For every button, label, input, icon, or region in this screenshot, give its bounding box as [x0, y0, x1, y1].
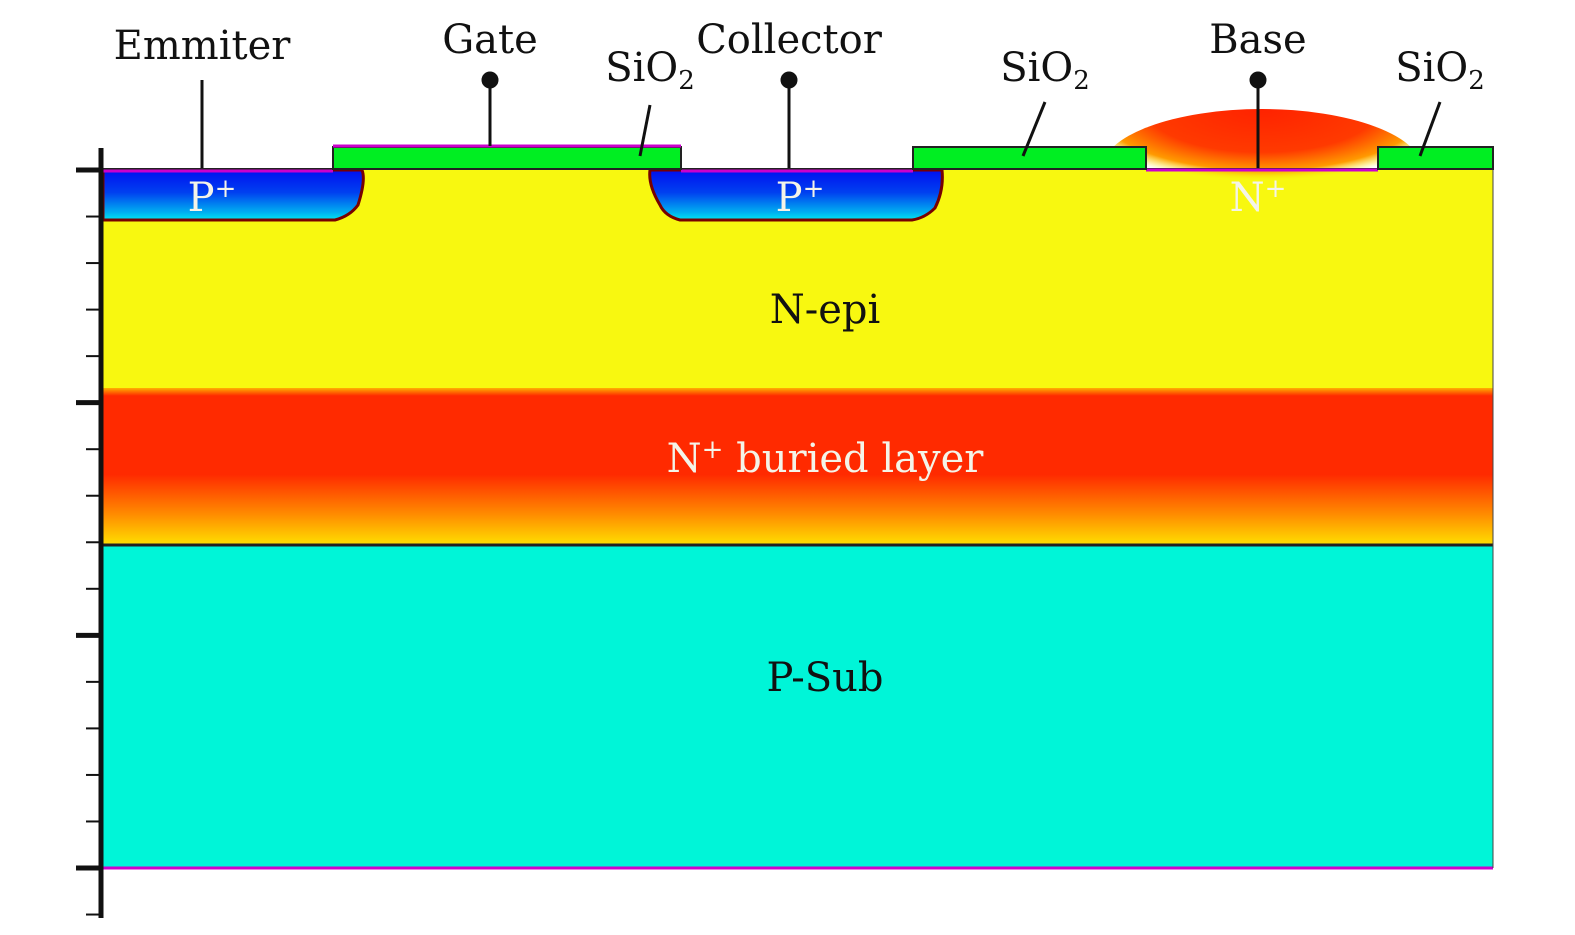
sio2-label-gate: SiO2 [605, 48, 695, 94]
p-sub-label: P-Sub [766, 655, 884, 701]
p-plus-mid-region [648, 168, 944, 222]
sio2-label-right: SiO2 [1395, 48, 1485, 94]
n-plus-label: N+ [1230, 176, 1287, 218]
base-label: Base [1209, 17, 1307, 63]
region-text: P [187, 175, 215, 221]
emitter-label: Emmiter [113, 23, 291, 69]
gate-oxide [332, 146, 682, 170]
region-text: N [666, 436, 702, 482]
gate-label: Gate [442, 17, 538, 63]
depth-axis [76, 148, 104, 918]
p-plus-mid-label: P+ [776, 176, 825, 218]
buried-layer-label: N+ buried layer [667, 437, 984, 479]
sio2-text: SiO [1000, 45, 1074, 91]
region-superscript: + [802, 174, 825, 204]
sio2-subscript: 2 [1073, 66, 1090, 96]
leader-lines [200, 71, 1442, 168]
region-superscript: + [214, 174, 237, 204]
sio2-subscript: 2 [678, 66, 695, 96]
collector-label: Collector [696, 17, 882, 63]
p-plus-left-label: P+ [188, 176, 237, 218]
region-text: P [775, 175, 803, 221]
region-text: N [1229, 175, 1265, 221]
sio2-subscript: 2 [1468, 66, 1485, 96]
sio2-text: SiO [1395, 45, 1469, 91]
p-plus-left-region [101, 168, 365, 222]
region-text: buried layer [723, 436, 984, 482]
buried-layer [103, 388, 1493, 545]
oxide-right [1377, 146, 1494, 170]
n-epi-label: N-epi [769, 287, 881, 333]
sio2-label-middle: SiO2 [1000, 48, 1090, 94]
region-superscript: + [1264, 174, 1287, 204]
sio2-text: SiO [605, 45, 679, 91]
region-superscript: + [701, 435, 724, 465]
oxide-middle [912, 146, 1147, 170]
p-sub-layer [103, 545, 1493, 868]
